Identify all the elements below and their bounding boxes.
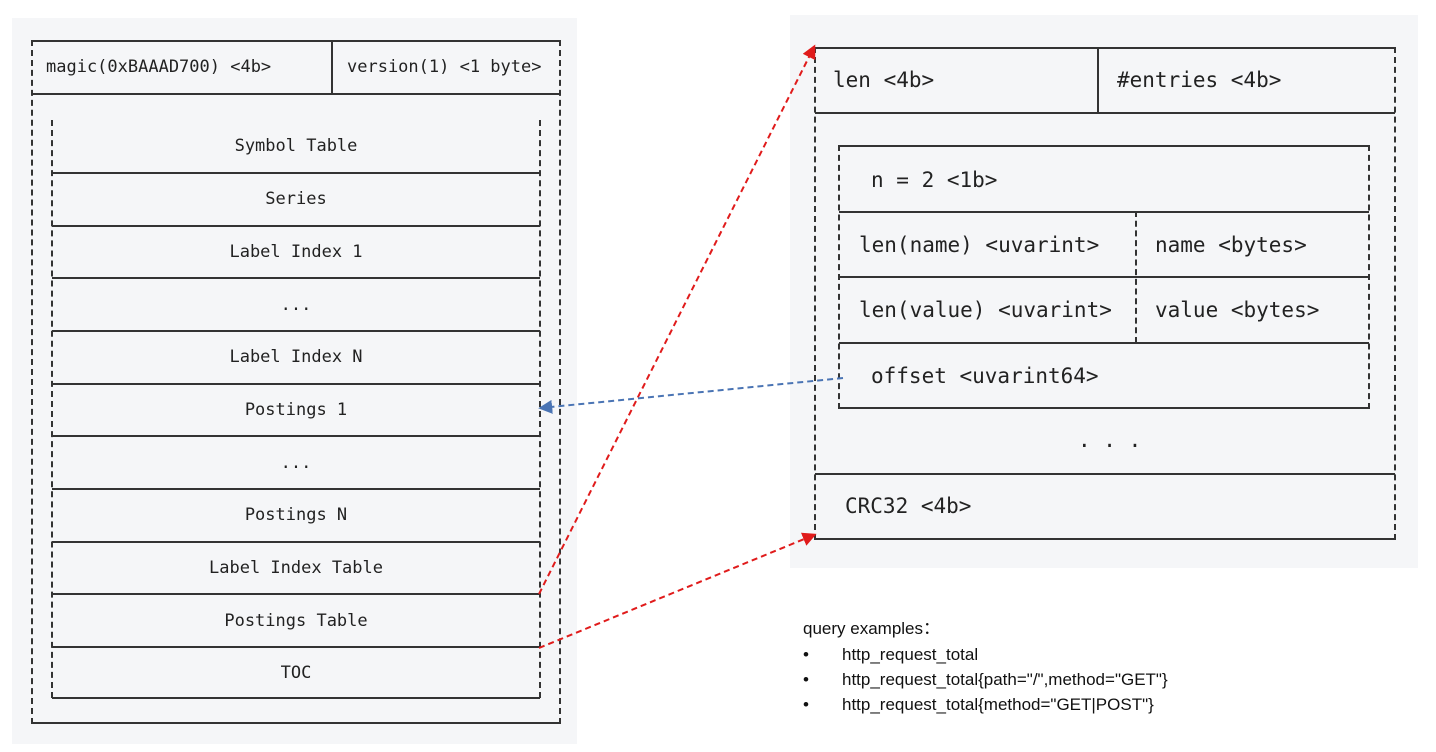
entry-right-border <box>1368 145 1370 409</box>
query-example: http_request_total{method="GET|POST"} <box>842 695 1154 714</box>
bullet-icon: • <box>803 645 809 664</box>
arrow-offset-to-postings <box>538 377 844 414</box>
section-label-index-n: Label Index N <box>229 347 363 367</box>
label-index-detail-panel <box>790 15 1418 568</box>
outer-right-border <box>559 40 561 724</box>
list-item: • http_request_total{method="GET|POST"} <box>803 692 1168 717</box>
query-examples-list: • http_request_total • http_request_tota… <box>803 642 1168 717</box>
section-divider <box>52 593 540 595</box>
entry-bottom-border <box>839 407 1369 409</box>
right-bottom-border <box>815 538 1395 540</box>
version-field: version(1) <1 byte> <box>347 57 542 77</box>
entries-field: #entries <4b> <box>1117 68 1282 92</box>
right-left-border <box>814 47 816 540</box>
entry-offset-field: offset <uvarint64> <box>871 364 1099 388</box>
list-item: • http_request_total{path="/",method="GE… <box>803 667 1168 692</box>
section-divider <box>52 488 540 490</box>
entry-top-border <box>839 145 1369 147</box>
bullet-icon: • <box>803 695 809 714</box>
section-ellipsis-2: ... <box>280 453 312 473</box>
query-examples-title: query examples： <box>803 619 941 638</box>
arrow-postings-table-to-label-index <box>538 44 816 595</box>
section-divider <box>52 646 540 648</box>
entry-divider-3 <box>839 342 1369 344</box>
crc-field: CRC32 <4b> <box>845 494 972 518</box>
section-toc: TOC <box>280 663 312 683</box>
section-divider <box>52 383 540 385</box>
index-format-panel <box>12 18 577 744</box>
entry-split <box>1135 211 1137 343</box>
right-right-border <box>1394 47 1396 540</box>
header-divider <box>32 93 560 95</box>
outer-top-border <box>32 40 560 42</box>
section-postings-1: Postings 1 <box>244 400 348 420</box>
entries-ellipsis: . . . <box>1078 428 1142 452</box>
outer-left-border <box>31 40 33 724</box>
section-divider <box>52 277 540 279</box>
section-symbol-table: Symbol Table <box>234 136 358 156</box>
query-example: http_request_total <box>842 645 979 664</box>
query-example: http_request_total{path="/",method="GET"… <box>842 670 1168 689</box>
section-postings-n: Postings N <box>244 505 348 525</box>
entry-name-field: name <bytes> <box>1155 233 1307 257</box>
section-divider <box>52 330 540 332</box>
right-header-split <box>1097 47 1099 113</box>
list-item: • http_request_total <box>803 642 1168 667</box>
entry-n-field: n = 2 <1b> <box>871 168 998 192</box>
len-field: len <4b> <box>833 68 935 92</box>
entry-len-name-field: len(name) <uvarint> <box>859 233 1100 257</box>
entry-left-border <box>838 145 840 409</box>
section-divider <box>52 541 540 543</box>
outer-bottom-border <box>32 722 560 724</box>
header-split <box>331 40 333 94</box>
section-divider <box>52 435 540 437</box>
bullet-icon: • <box>803 670 809 689</box>
section-divider <box>52 172 540 174</box>
entry-divider-2 <box>839 276 1369 278</box>
right-top-border <box>815 47 1395 49</box>
sections-left-border <box>51 120 53 698</box>
entry-value-field: value <bytes> <box>1155 298 1320 322</box>
section-label-index-1: Label Index 1 <box>229 242 363 262</box>
query-examples: query examples： • http_request_total • h… <box>803 614 1168 717</box>
section-label-index-table: Label Index Table <box>209 558 383 578</box>
entry-len-value-field: len(value) <uvarint> <box>859 298 1112 322</box>
arrow-toc-to-crc <box>538 532 817 649</box>
section-divider <box>52 225 540 227</box>
right-crc-divider <box>815 473 1395 475</box>
sections-bottom-border <box>52 697 540 699</box>
magic-field: magic(0xBAAAD700) <4b> <box>46 57 272 77</box>
right-header-divider <box>815 112 1395 114</box>
section-series: Series <box>265 189 327 209</box>
entry-divider-1 <box>839 211 1369 213</box>
section-postings-table: Postings Table <box>224 611 368 631</box>
section-ellipsis-1: ... <box>280 295 312 315</box>
